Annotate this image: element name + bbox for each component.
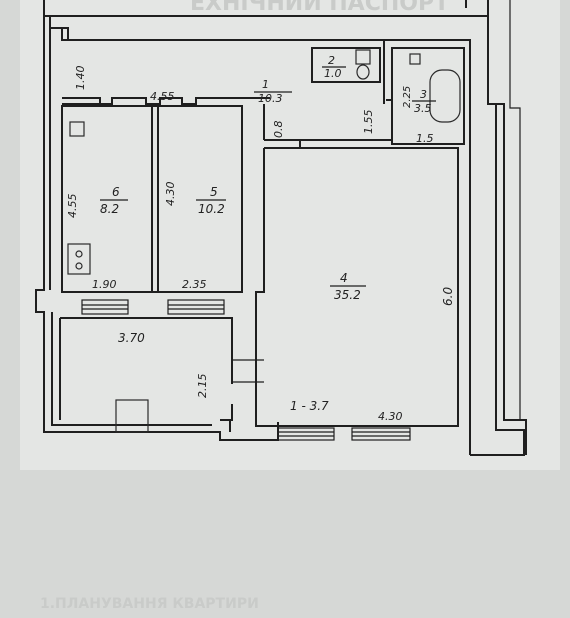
dimension-labels: 1.40 4.55 2.25 1.5 1.55 0.8 4.55 4.30 1.… xyxy=(66,66,455,424)
window-room4-right xyxy=(351,427,411,441)
doorway-kitchen-room4 xyxy=(232,359,264,383)
bathtub-icon xyxy=(409,53,461,123)
room-2-area: 1.0 xyxy=(324,67,342,80)
room-5-area: 10.2 xyxy=(198,202,225,216)
dim-room5-height: 4.30 xyxy=(164,182,177,207)
faint-header-bottom: 1.ПЛАНУВАННЯ КВАРТИРИ xyxy=(40,596,259,612)
window-room4-left xyxy=(277,427,335,441)
stove-icon xyxy=(67,243,91,275)
dim-kitchen-height: 2.15 xyxy=(196,374,209,399)
toilet-icon xyxy=(355,49,371,80)
dim-top-width: 4.55 xyxy=(150,90,175,103)
dim-bath-height: 2.25 xyxy=(402,86,413,108)
dim-room6-width: 1.90 xyxy=(92,278,117,291)
dim-hall-left-height: 0.8 xyxy=(272,121,285,139)
room-4-number: 4 xyxy=(340,271,348,285)
room-5-number: 5 xyxy=(210,185,218,199)
chimney-box-room6 xyxy=(69,121,85,137)
fixtures xyxy=(67,49,461,433)
window-room6 xyxy=(81,299,129,315)
dim-hall-mid-height: 1.55 xyxy=(362,110,375,135)
dim-top-left-vertical: 1.40 xyxy=(74,66,87,91)
room-6-number: 6 xyxy=(112,185,120,199)
room-1-area: 10.3 xyxy=(258,92,283,105)
faint-header-top: ЕХНІЧНИЙ ПАСПОРТ xyxy=(190,0,449,16)
room-1-number: 1 xyxy=(262,78,269,91)
dim-room5-width: 2.35 xyxy=(182,278,207,291)
room-6-area: 8.2 xyxy=(100,202,119,216)
dim-room4-width: 4.30 xyxy=(378,410,403,423)
windows xyxy=(81,299,411,441)
dim-room4-height: 6.0 xyxy=(441,287,455,306)
room-4-area: 35.2 xyxy=(334,288,361,302)
interior-walls xyxy=(59,40,465,427)
dim-room4-left-label: 1 - 3.7 xyxy=(290,399,329,413)
dim-room6-height: 4.55 xyxy=(66,194,79,219)
room-labels: 1 10.3 2 1.0 3 3.5 4 35.2 5 10.2 6 8.2 xyxy=(100,54,436,302)
dim-kitchen-width: 3.70 xyxy=(118,331,145,345)
room-2-number: 2 xyxy=(328,54,335,67)
window-room5 xyxy=(167,299,225,315)
outer-walls xyxy=(35,0,527,456)
room-3-number: 3 xyxy=(420,88,427,101)
room-3-area: 3.5 xyxy=(414,102,432,115)
dim-bath-width: 1.5 xyxy=(416,132,434,145)
kitchen-stove-box xyxy=(115,399,149,433)
